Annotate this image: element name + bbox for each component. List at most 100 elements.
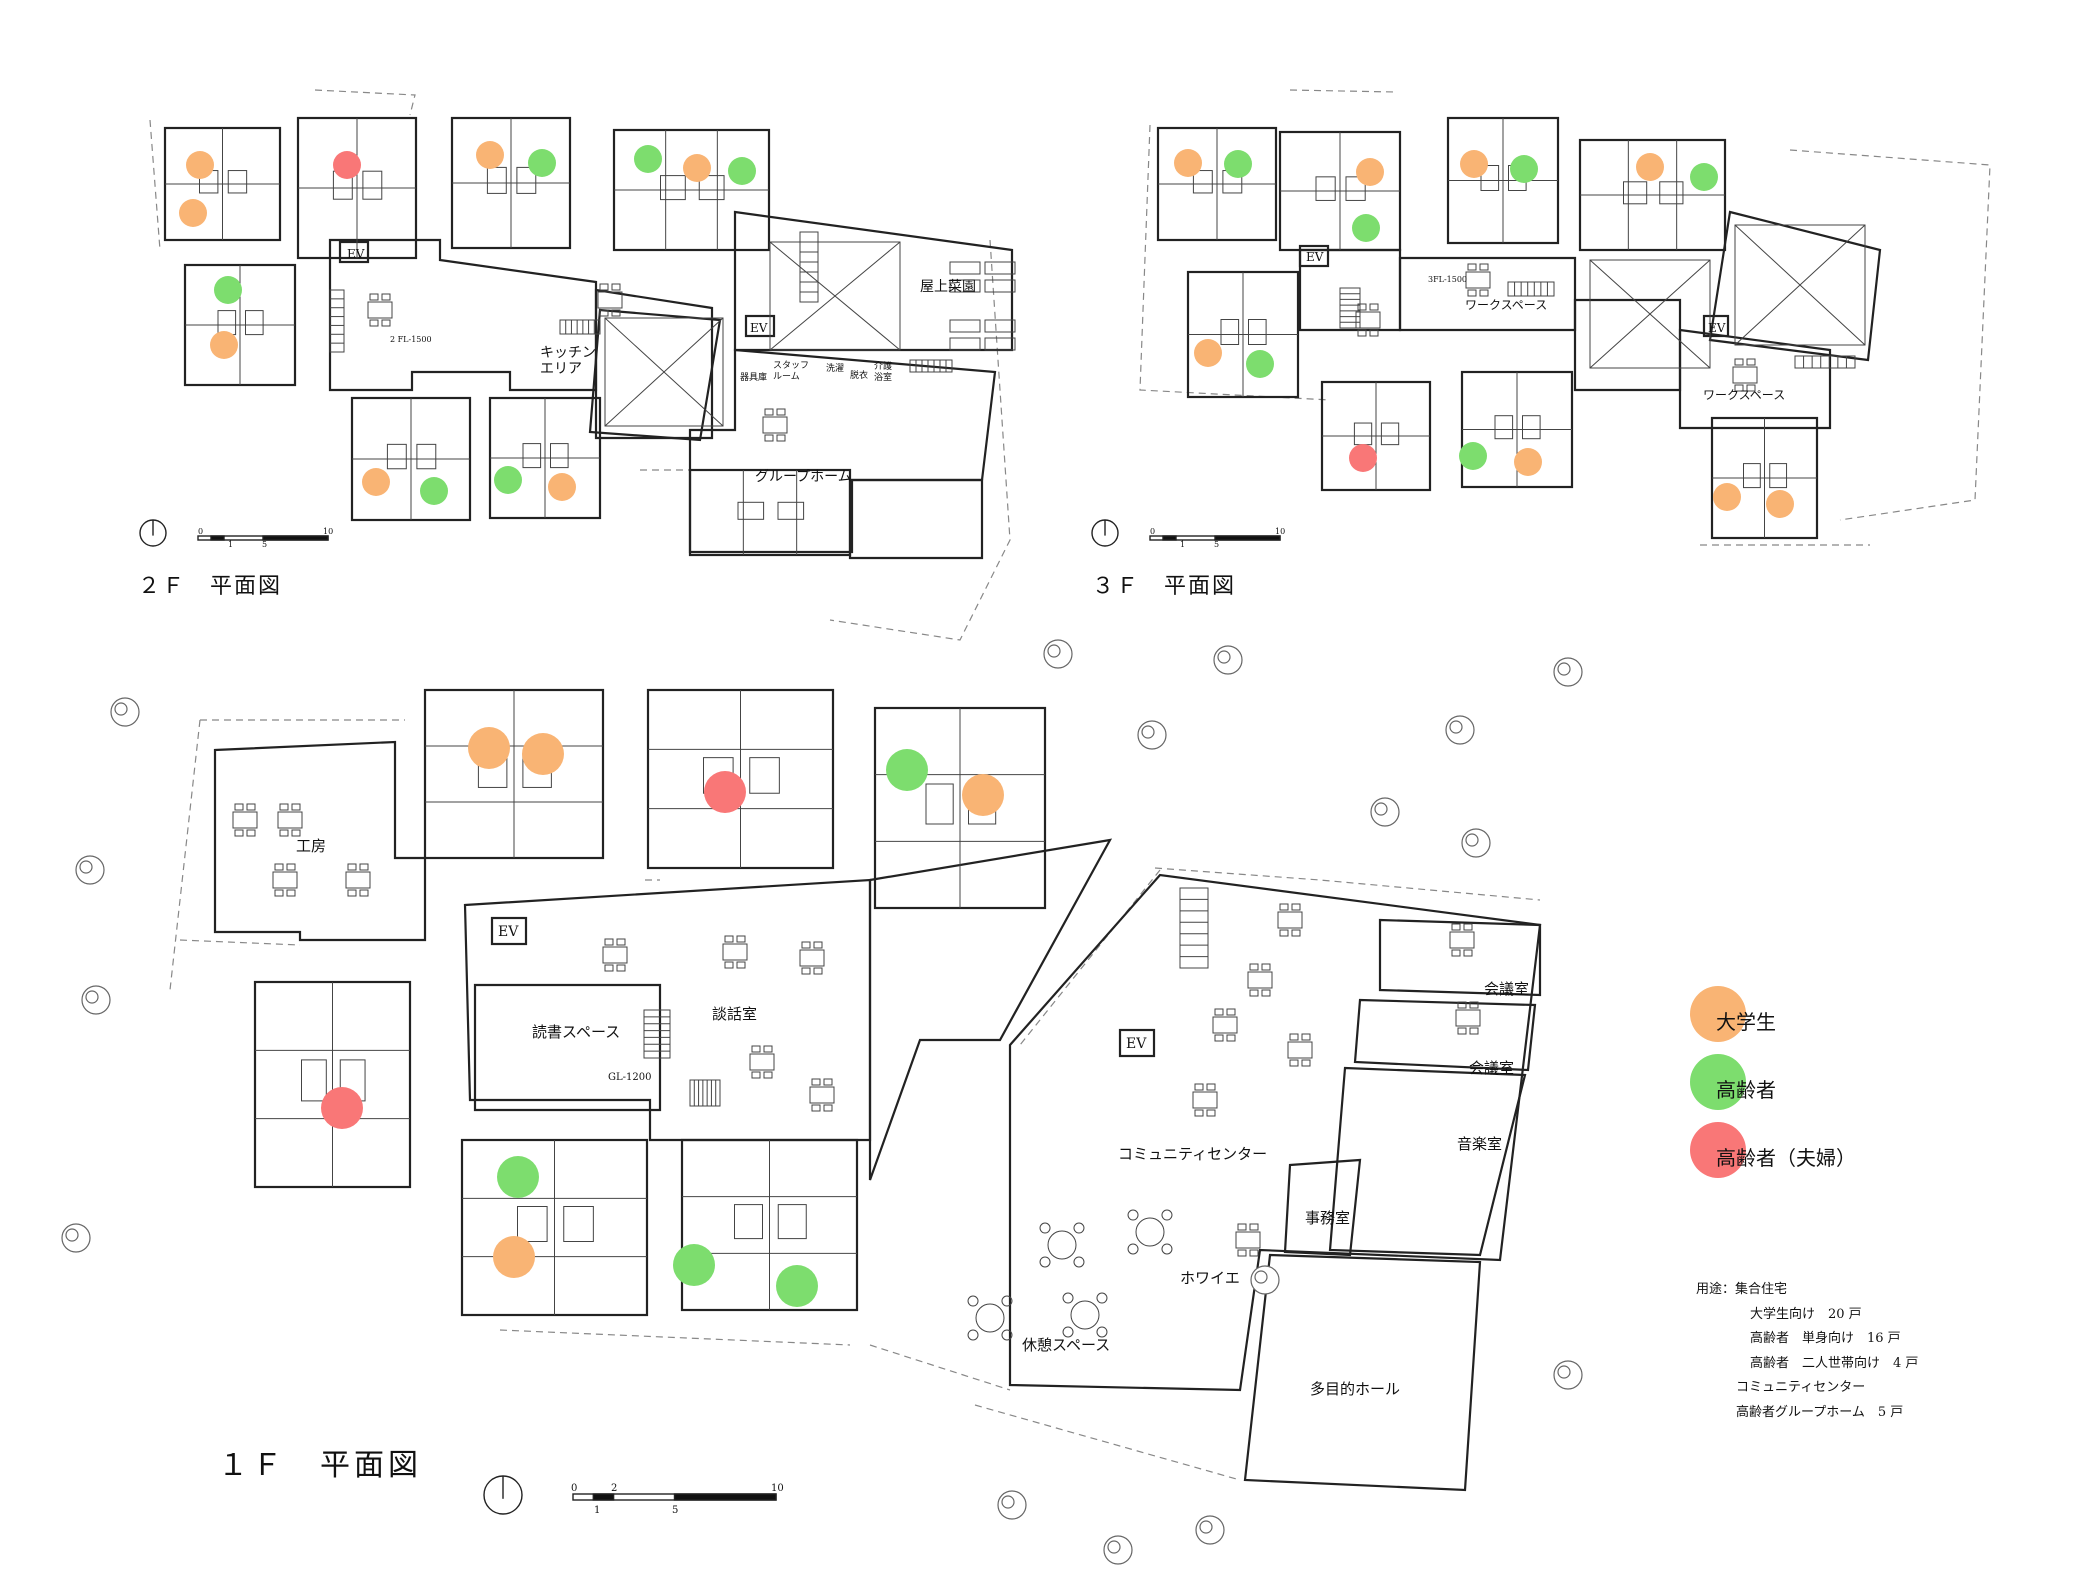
table-symbol xyxy=(232,811,258,829)
bathroom-outline xyxy=(486,166,507,194)
chair-symbol xyxy=(801,967,811,975)
table-symbol xyxy=(367,301,393,319)
building-outline xyxy=(328,238,598,392)
void-outline xyxy=(769,241,901,351)
building-outline xyxy=(588,308,722,442)
chair-symbol xyxy=(1226,1008,1236,1016)
resident-marker-elderly xyxy=(214,276,242,304)
chair-symbol xyxy=(1291,929,1301,937)
stair-outline xyxy=(689,1079,721,1107)
round-table xyxy=(1135,1217,1165,1247)
chair-symbol xyxy=(811,1078,821,1086)
stair-outline xyxy=(643,1009,671,1059)
legend-elderly: 高齢者 xyxy=(1690,1054,1950,1110)
scale-bar-fill xyxy=(1214,535,1281,541)
bathroom-outline xyxy=(1623,181,1648,205)
resident-marker-elderly xyxy=(1510,155,1538,183)
chair-symbol xyxy=(1249,1223,1259,1231)
chair-symbol xyxy=(724,961,734,969)
chair-symbol xyxy=(736,961,746,969)
bathroom-outline xyxy=(245,310,264,336)
building-outline xyxy=(1678,328,1832,430)
resident-marker-student xyxy=(493,1236,535,1278)
building-outline xyxy=(848,478,984,560)
resident-marker-student xyxy=(1194,339,1222,367)
table-symbol xyxy=(762,416,788,434)
resident-marker-elderly xyxy=(886,749,928,791)
bathroom-outline xyxy=(777,501,805,520)
bathroom-outline xyxy=(1353,422,1373,446)
tree-symbol xyxy=(1557,1365,1571,1379)
chair-symbol xyxy=(381,293,391,301)
stair-outline xyxy=(1507,281,1555,297)
resident-marker-student xyxy=(1356,158,1384,186)
elevator-box xyxy=(1702,314,1730,338)
chair-symbol xyxy=(1467,263,1477,271)
chair-symbol xyxy=(1289,1033,1299,1041)
bathroom-outline xyxy=(734,1204,763,1240)
chair-symbol xyxy=(751,1071,761,1079)
chair-symbol xyxy=(776,408,786,416)
building-outline xyxy=(213,740,427,942)
chair-symbol xyxy=(763,1071,773,1079)
chair-symbol xyxy=(1291,903,1301,911)
bathroom-outline xyxy=(1220,319,1240,345)
floor-title-3f: ３Ｆ 平面図 xyxy=(1092,574,1237,599)
chair-symbol xyxy=(347,889,357,897)
building-outline xyxy=(1708,210,1882,362)
tree-symbol xyxy=(1047,644,1061,658)
resident-marker-student xyxy=(468,727,510,769)
resident-marker-student xyxy=(186,151,214,179)
scale-3f-10: 10 xyxy=(1275,527,1286,536)
resident-marker-student xyxy=(522,733,564,775)
round-chair xyxy=(1161,1209,1173,1221)
room-office: 事務室 xyxy=(1305,1209,1351,1227)
chair-symbol xyxy=(764,408,774,416)
table-symbol xyxy=(722,943,748,961)
chair-symbol xyxy=(1226,1034,1236,1042)
table-symbol xyxy=(1287,1041,1313,1059)
chair-symbol xyxy=(764,434,774,442)
resident-marker-elderly xyxy=(634,145,662,173)
scale-2f-1: 1 xyxy=(228,540,234,549)
room-reading: 読書スペース xyxy=(532,1023,621,1041)
usage-line-elderly-couple: 高齢者 二人世帯向け 4 戸 xyxy=(1750,1355,1919,1371)
round-chair xyxy=(1073,1222,1085,1234)
tree-symbol xyxy=(1374,802,1388,816)
resident-marker-couple xyxy=(333,151,361,179)
bathroom-outline xyxy=(1315,176,1336,201)
resident-marker-elderly xyxy=(497,1156,539,1198)
scale-2f-5: 5 xyxy=(262,540,268,549)
bathroom-outline xyxy=(301,1059,327,1102)
legend-couple-label: 高齢者（夫婦） xyxy=(1716,1146,1856,1170)
bathroom-outline xyxy=(1248,319,1267,345)
void-outline xyxy=(1589,259,1711,369)
ev-label-1f-b: EV xyxy=(1126,1036,1147,1052)
round-chair xyxy=(1039,1256,1051,1268)
room-meeting-1: 会議室 xyxy=(1484,980,1530,998)
bathroom-outline xyxy=(1659,181,1684,205)
chair-symbol xyxy=(1194,1083,1204,1091)
scale-3f-0: 0 xyxy=(1150,527,1156,536)
stair-outline xyxy=(1179,887,1209,969)
building-outline xyxy=(1008,873,1542,1392)
table-symbol xyxy=(277,811,303,829)
round-chair xyxy=(1062,1326,1074,1338)
building-outline xyxy=(868,838,1113,1181)
chair-symbol xyxy=(1457,1001,1467,1009)
chair-symbol xyxy=(1301,1059,1311,1067)
round-chair xyxy=(1096,1292,1108,1304)
chair-symbol xyxy=(811,1104,821,1112)
scale-bar-fill xyxy=(1162,535,1177,541)
table-symbol xyxy=(1192,1091,1218,1109)
scale-bar-fill xyxy=(592,1493,615,1501)
chair-symbol xyxy=(1289,1059,1299,1067)
room-community: コミュニティセンター xyxy=(1118,1145,1268,1163)
chair-symbol xyxy=(1369,329,1379,337)
chair-symbol xyxy=(1249,1249,1259,1257)
tree-symbol xyxy=(1199,1520,1213,1534)
planter-bed xyxy=(984,279,1016,293)
stair-outline xyxy=(1339,287,1361,329)
bathroom-outline xyxy=(1769,463,1788,489)
